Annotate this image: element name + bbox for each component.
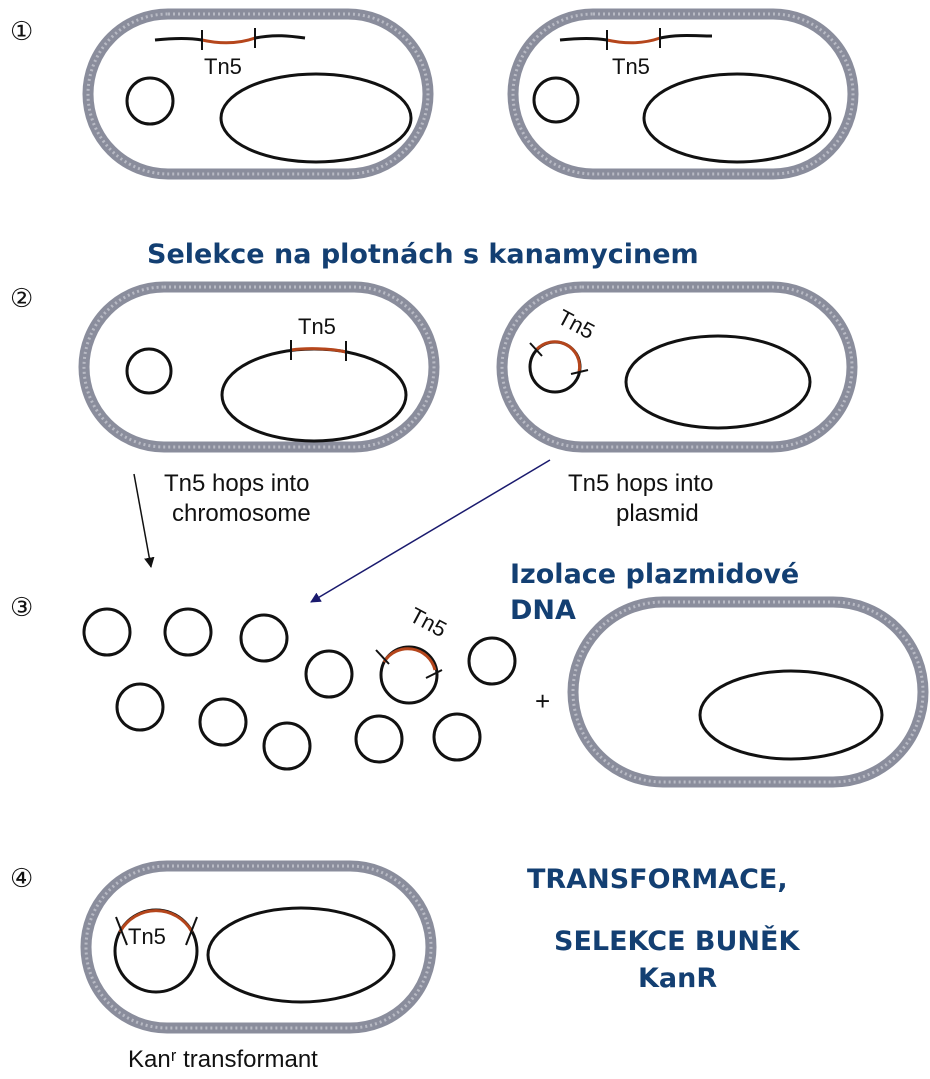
donor-dna [155, 39, 202, 41]
chromosome [700, 671, 882, 759]
plasmid [127, 78, 173, 124]
transformation-title-line2: SELEKCE BUNĚK [554, 925, 800, 957]
step-number-1: ① [10, 17, 33, 47]
selection-title: Selekce na plotnách s kanamycinem [147, 239, 699, 270]
caption-chromosome-hop-line2: chromosome [172, 500, 311, 527]
cell-wall [84, 287, 434, 447]
cell-step1-right: Tn5 [513, 14, 853, 174]
plasmid [264, 723, 310, 769]
plasmid [117, 684, 163, 730]
tn5-segment [202, 38, 255, 43]
isolated-plasmids: Tn5 [84, 602, 515, 769]
plasmid [356, 716, 402, 762]
recipient-cell [573, 602, 923, 782]
cell-step2-left: Tn5 [84, 287, 434, 447]
tn5-segment [536, 342, 580, 372]
caption-chromosome-hop-line1: Tn5 hops into [164, 470, 309, 497]
plasmid [84, 609, 130, 655]
plasmid [534, 78, 578, 122]
plus-sign: + [535, 686, 550, 716]
plasmid [165, 609, 211, 655]
transformation-title-line3: KanR [638, 963, 717, 994]
tn5-label: Tn5 [612, 54, 650, 79]
chromosome [626, 336, 810, 428]
plasmid [469, 638, 515, 684]
tn5-label: Tn5 [128, 924, 166, 949]
tn5-label: Tn5 [298, 314, 336, 339]
caption-plasmid-hop-line2: plasmid [616, 500, 699, 527]
step-number-4: ④ [10, 864, 33, 894]
transformation-title-line1: TRANSFORMACE, [527, 864, 788, 895]
caption-plasmid-hop-line1: Tn5 hops into [568, 470, 713, 497]
arrow-chromosome-to-isolation [134, 474, 151, 567]
plasmid [306, 651, 352, 697]
caption-transformant: Kanʳ transformant [128, 1046, 318, 1073]
chromosome [644, 74, 830, 162]
chromosome [222, 349, 406, 441]
step-number-3: ③ [10, 593, 33, 623]
tn5-label: Tn5 [554, 304, 599, 344]
isolation-title-line1: Izolace plazmidové [510, 559, 799, 590]
tn5-segment [607, 38, 660, 43]
donor-dna [560, 39, 607, 41]
plasmid [241, 615, 287, 661]
plasmid [200, 699, 246, 745]
plasmid [434, 714, 480, 760]
step-number-2: ② [10, 284, 33, 314]
plasmid [127, 349, 171, 393]
isolation-title-line2: DNA [510, 595, 576, 626]
chromosome [208, 908, 394, 1002]
transformed-cell: Tn5 [86, 866, 431, 1028]
chromosome [221, 74, 411, 162]
cell-step1-left: Tn5 [88, 14, 428, 174]
cell-step2-right: Tn5 [502, 287, 852, 447]
tn5-label: Tn5 [406, 602, 451, 642]
tn5-label: Tn5 [204, 54, 242, 79]
